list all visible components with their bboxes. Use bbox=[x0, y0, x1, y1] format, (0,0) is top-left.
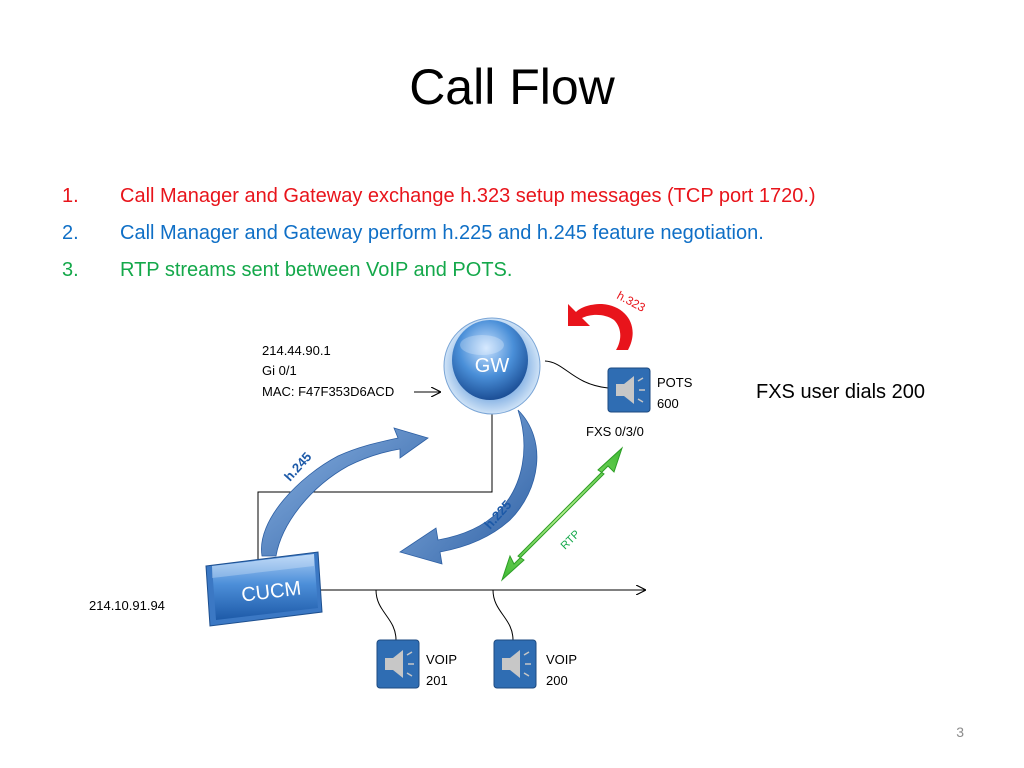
gateway-router[interactable]: GW bbox=[443, 317, 541, 415]
gateway-label: GW bbox=[475, 355, 510, 377]
step-text: Call Manager and Gateway exchange h.323 … bbox=[120, 185, 816, 207]
connection-lines bbox=[257, 360, 645, 641]
step-text: Call Manager and Gateway perform h.225 a… bbox=[120, 222, 764, 244]
rtp-arrow: RTP bbox=[500, 446, 624, 582]
step-number: 1. bbox=[62, 185, 79, 207]
voip-200-label: VOIP bbox=[546, 652, 577, 667]
gateway-info: 214.44.90.1 Gi 0/1 MAC: F47F353D6ACD bbox=[262, 343, 394, 399]
pots-phone[interactable] bbox=[607, 367, 651, 413]
step-item: 2. Call Manager and Gateway perform h.22… bbox=[62, 223, 816, 260]
slide-number: 3 bbox=[956, 724, 964, 740]
call-flow-steps: 1. Call Manager and Gateway exchange h.3… bbox=[62, 186, 816, 297]
voip-200-info: VOIP 200 bbox=[546, 652, 577, 688]
speaker-icon bbox=[502, 650, 520, 678]
gateway-mac: MAC: F47F353D6ACD bbox=[262, 384, 394, 399]
voip-phone-200[interactable] bbox=[493, 639, 537, 689]
step-number: 3. bbox=[62, 259, 79, 281]
cucm-server[interactable]: CUCM bbox=[205, 551, 323, 627]
step-item: 1. Call Manager and Gateway exchange h.3… bbox=[62, 186, 816, 223]
cucm-ip: 214.10.91.94 bbox=[89, 598, 165, 613]
gateway-ip: 214.44.90.1 bbox=[262, 343, 331, 358]
pots-port: FXS 0/3/0 bbox=[586, 424, 644, 439]
voip-201-label: VOIP bbox=[426, 652, 457, 667]
pots-number: 600 bbox=[657, 396, 679, 411]
voip-201-number: 201 bbox=[426, 673, 448, 688]
step-number: 2. bbox=[62, 222, 79, 244]
speaker-icon bbox=[385, 650, 403, 678]
voip-phone-201[interactable] bbox=[376, 639, 420, 689]
h225-arrow: h.225 bbox=[399, 409, 538, 565]
voip-201-info: VOIP 201 bbox=[426, 652, 457, 688]
fxs-note: FXS user dials 200 bbox=[756, 381, 925, 403]
speaker-icon bbox=[616, 376, 634, 404]
step-text: RTP streams sent between VoIP and POTS. bbox=[120, 259, 513, 281]
h323-arrow: h.323 bbox=[568, 288, 648, 350]
step-item: 3. RTP streams sent between VoIP and POT… bbox=[62, 260, 816, 297]
slide-title: Call Flow bbox=[409, 59, 615, 115]
gateway-interface: Gi 0/1 bbox=[262, 363, 297, 378]
pots-label: POTS bbox=[657, 375, 693, 390]
rtp-label: RTP bbox=[559, 528, 583, 552]
pots-info: POTS 600 FXS 0/3/0 bbox=[586, 375, 693, 439]
voip-200-number: 200 bbox=[546, 673, 568, 688]
